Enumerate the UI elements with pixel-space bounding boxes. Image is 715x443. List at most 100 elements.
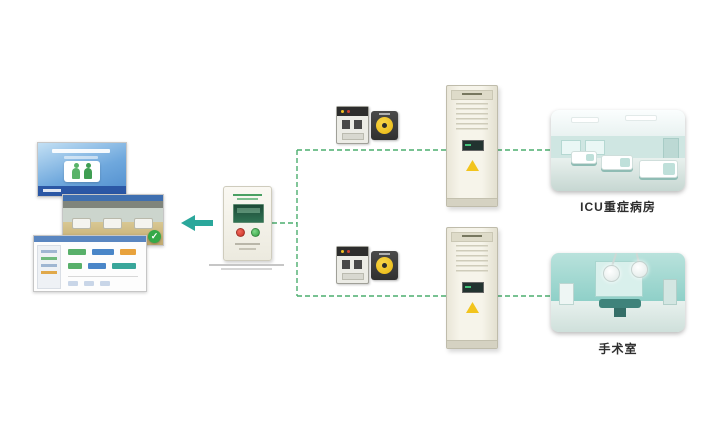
decor-bar — [41, 257, 57, 260]
screen-scada — [33, 235, 147, 292]
room-ceiling — [551, 110, 685, 136]
decor-block — [120, 249, 136, 255]
indicator-dot-red — [347, 250, 350, 253]
controller-button-red — [236, 228, 245, 237]
microtext-bar — [239, 248, 256, 250]
sensor-device-bottom — [371, 251, 398, 280]
vent-grid — [456, 103, 488, 133]
medical-equipment — [663, 279, 677, 305]
cabinet-display — [462, 282, 484, 293]
bed-blanket — [663, 163, 675, 175]
display-glare — [237, 208, 260, 213]
decor-line — [68, 276, 138, 277]
window-titlebar — [34, 236, 146, 242]
device-label-plate — [342, 273, 364, 280]
ceiling-lamp — [571, 117, 599, 123]
dial-hub — [382, 263, 387, 268]
decor-bar — [64, 156, 98, 159]
microtext-bar — [235, 243, 260, 245]
medical-equipment — [559, 283, 574, 305]
photo-ceiling — [63, 201, 163, 208]
slide-card — [64, 161, 100, 182]
microtext-bar — [462, 235, 482, 237]
power-cabinet-top — [446, 85, 498, 207]
decor-bar — [52, 149, 110, 153]
cabinet-header — [451, 90, 493, 100]
person-icon — [84, 163, 92, 179]
device-label-plate — [342, 133, 364, 140]
window-titlebar — [63, 195, 163, 201]
decor-bar — [41, 264, 57, 267]
ceiling-lamp — [625, 115, 657, 121]
decor-block — [68, 249, 86, 255]
room-door — [663, 138, 679, 160]
breaker-toggle — [354, 260, 362, 269]
cabinet-plinth — [447, 198, 497, 206]
decor-block — [100, 281, 110, 286]
controller-caption-bar — [221, 268, 272, 270]
breaker-toggle — [354, 120, 362, 129]
bed-blanket — [586, 154, 594, 161]
check-icon: ✓ — [148, 230, 161, 243]
dashed-wire — [272, 149, 553, 297]
hospital-bed — [601, 155, 633, 170]
operating-room-photo — [551, 253, 685, 332]
ats-switch-bottom — [336, 246, 369, 284]
microtext-bar — [462, 93, 482, 95]
device-cover — [337, 107, 368, 116]
ats-switch-top — [336, 106, 369, 144]
left-arrow-shape — [181, 215, 213, 231]
icu-ward-photo — [551, 110, 685, 191]
left-arrow-icon — [181, 215, 213, 231]
bed-shape — [103, 218, 122, 229]
hospital-bed — [571, 151, 597, 164]
surgical-light-icon — [631, 261, 648, 278]
bed-shape — [72, 218, 91, 229]
sidebar-panel — [37, 245, 61, 289]
decor-block — [84, 281, 94, 286]
decor-bar — [41, 271, 57, 274]
device-label-plate — [379, 113, 390, 115]
hospital-bed — [639, 160, 678, 178]
decor-block — [112, 263, 136, 269]
controller-caption-bar — [209, 264, 284, 266]
breaker-toggle — [342, 120, 350, 129]
screen-presentation — [37, 142, 127, 197]
person-icon — [72, 163, 80, 179]
controller-display — [233, 204, 264, 223]
microtext-bar — [233, 194, 262, 196]
logo-bar — [43, 189, 61, 192]
display-readout — [465, 286, 471, 288]
controller-button-green — [251, 228, 260, 237]
device-label-plate — [379, 253, 390, 255]
vent-grid — [456, 245, 488, 275]
microtext-bar — [237, 198, 258, 200]
cabinet-display — [462, 140, 484, 151]
indicator-dot-yellow — [341, 250, 344, 253]
breaker-toggle — [342, 260, 350, 269]
device-cover — [337, 247, 368, 256]
decor-block — [68, 263, 82, 269]
table-pedestal — [614, 308, 626, 317]
alarm-controller — [223, 186, 272, 261]
decor-block — [88, 263, 106, 269]
power-cabinet-bottom — [446, 227, 498, 349]
cabinet-plinth — [447, 340, 497, 348]
dial-hub — [382, 123, 387, 128]
sensor-device-top — [371, 111, 398, 140]
icu-caption: ICU重症病房 — [580, 200, 656, 214]
indicator-dot-red — [347, 110, 350, 113]
operating-room-caption: 手术室 — [598, 342, 638, 356]
operating-table — [599, 299, 641, 308]
decor-bar — [41, 250, 57, 253]
cabinet-header — [451, 232, 493, 242]
surgical-light-icon — [603, 265, 620, 282]
warning-triangle-icon — [466, 160, 479, 171]
warning-triangle-icon — [466, 302, 479, 313]
bed-blanket — [620, 158, 630, 167]
bed-shape — [134, 218, 153, 229]
slide-footer — [38, 186, 126, 196]
display-readout — [465, 144, 471, 146]
